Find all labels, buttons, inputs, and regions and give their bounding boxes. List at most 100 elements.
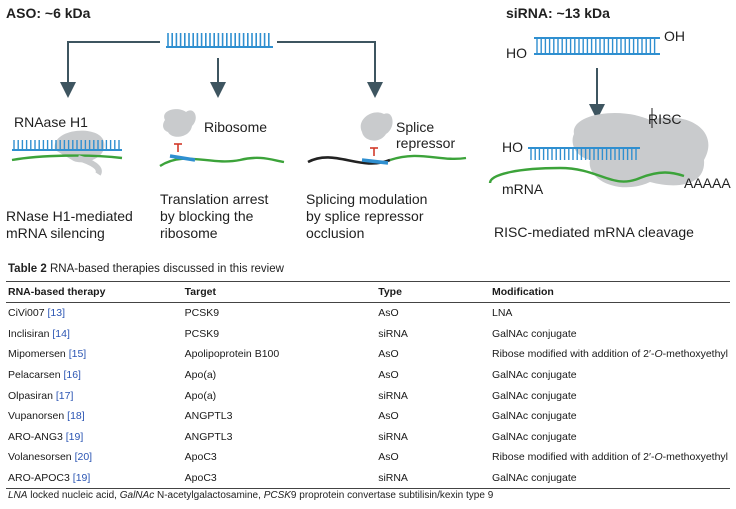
cell-therapy: ARO-APOC3 [19] [6,467,183,490]
cell-target: PCSK9 [184,327,220,340]
cell-modification-text: GalNAc conjugate [491,369,577,382]
aso-title: ASO: ~6 kDa [6,5,91,21]
cell-target: Apolipoprotein B100 [184,348,280,361]
cell-therapy: Mipomersen [15] [6,344,183,365]
sirna-ho-label: HO [506,45,527,61]
reference-link[interactable]: [20] [74,451,93,464]
cell-type: siRNA [378,389,408,402]
cell-modification: GalNAc conjugate [490,365,730,386]
cell-modification-text: GalNAc conjugate [491,430,577,443]
table-title: RNA-based therapies discussed in this re… [49,263,284,275]
reference-link[interactable]: [18] [67,410,85,423]
therapy-name: Mipomersen [8,348,66,361]
cell-target: ANGPTL3 [184,410,233,423]
reference-link[interactable]: [16] [63,369,81,382]
cell-modification-text: GalNAc conjugate [491,472,577,485]
splice-repressor-shape [360,112,393,141]
caption-translation-line2: by blocking the [160,208,254,224]
risc-mrna [488,166,685,184]
caption-translation-line3: ribosome [160,225,218,241]
therapy-name: Vupanorsen [8,410,65,423]
cell-type: AsO [378,348,399,361]
reference-link[interactable]: [14] [52,327,70,340]
reference-link[interactable]: [19] [65,430,84,443]
cell-type: AsO [378,369,399,382]
footnote-galnac-def: N-acetylgalactosamine, [154,490,264,501]
therapy-name: Olpasiran [8,389,53,402]
cell-target: Apo(a) [184,369,217,382]
cell-modification-text: Ribose modified with addition of 2′- [491,451,655,464]
cell-modification-tail: -methoxyethyl [662,348,728,361]
therapy-name: ARO-ANG3 [8,430,63,443]
cell-type: AsO [378,451,399,464]
therapy-name: CiVi007 [8,307,45,320]
cell-type: siRNA [376,467,490,490]
reference-link[interactable]: [17] [55,389,74,402]
footnote-galnac-abbr: GalNAc [119,490,155,501]
therapy-name: Volanesorsen [8,451,72,464]
rnase-h1-panel [11,130,123,176]
therapy-name: ARO-APOC3 [8,472,70,485]
cell-therapy: Vupanorsen [18] [6,406,183,427]
cell-modification-text: Ribose modified with addition of 2′- [491,348,655,361]
rnaase-h1-label: RNAase H1 [14,114,88,130]
cell-modification: GalNAc conjugate [490,427,730,448]
cell-modification-em: O [654,451,663,464]
splice-aso [361,158,389,165]
cell-target: PCSK9 [184,307,220,320]
sirna-duplex [534,37,660,55]
reference-link[interactable]: [13] [47,307,66,320]
table-row: ARO-ANG3 [19] ANGPTL3 siRNA GalNAc conjugat… [6,427,730,448]
therapies-table: RNA-based therapy Target Type Modificati… [6,281,730,490]
caption-splicing-line2: by splice repressor [306,208,424,224]
cell-target: ApoC3 [184,451,217,464]
cell-modification: Ribose modified with addition of 2′-O-me… [490,447,730,468]
caption-risc: RISC-mediated mRNA cleavage [494,224,694,240]
caption-rnase-line1: RNase H1-mediated [6,208,133,224]
cell-modification: Ribose modified with addition of 2′-O-me… [490,344,730,365]
cell-modification: LNA [490,303,730,324]
ribosome-shape [163,109,196,137]
ribosome-aso [169,154,196,162]
cell-modification-tail: -methoxyethyl [662,451,728,464]
table-label: Table 2 [8,263,47,275]
cell-type: siRNA [378,430,408,443]
ribosome-panel [159,109,285,168]
cell-modification-text: GalNAc conjugate [491,410,577,423]
mrna-label: mRNA [502,181,544,197]
table-footnote: LNA locked nucleic acid, GalNAc N-acetyl… [8,490,493,501]
cell-therapy: Volanesorsen [20] [6,447,183,468]
caption-splicing: Splicing modulation by splice repressor … [306,191,427,242]
cell-modification-em: O [654,348,663,361]
header-target: Target [182,281,377,303]
table-row: CiVi007 [13] PCSK9 AsO LNA [6,303,730,324]
cell-target: ANGPTL3 [184,430,233,443]
cell-modification: GalNAc conjugate [490,406,730,427]
reference-link[interactable]: [19] [72,472,91,485]
therapy-name: Inclisiran [8,327,50,340]
cell-modification: GalNAc conjugate [489,467,730,490]
ribosome-label: Ribosome [204,119,268,135]
caption-translation-line1: Translation arrest [160,191,269,207]
cell-modification: GalNAc conjugate [490,385,730,406]
cell-type: siRNA [378,327,408,340]
header-therapy: RNA-based therapy [6,281,183,303]
splice-panel [307,112,467,165]
footnote-pcsk-def: 9 proprotein convertase subtilisin/kexin… [290,490,494,501]
risc-panel [488,108,709,188]
caption-splicing-line1: Splicing modulation [306,191,428,207]
mechanism-figure [11,33,709,188]
aso-branch-arrows [60,41,383,98]
reference-link[interactable]: [15] [68,348,87,361]
cell-therapy: Inclisiran [14] [6,324,183,345]
cell-modification-text: GalNAc conjugate [491,389,577,402]
header-type: Type [376,281,490,303]
cell-type: AsO [378,307,399,320]
cell-type: AsO [378,410,399,423]
